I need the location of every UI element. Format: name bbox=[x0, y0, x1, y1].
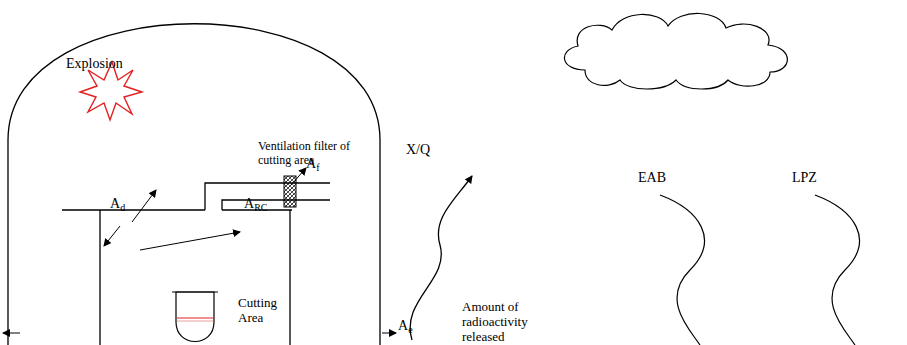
boundary-label: EAB bbox=[638, 170, 666, 186]
ad-arrow bbox=[132, 190, 156, 222]
test-tube bbox=[176, 292, 214, 342]
ad-arrow bbox=[104, 226, 120, 246]
eab-boundary bbox=[660, 195, 704, 345]
area-name: Cutting Area bbox=[238, 296, 286, 326]
area-label: Ad bbox=[110, 196, 125, 212]
arc-arrow bbox=[140, 232, 240, 250]
dispersion-label: X/Q bbox=[406, 142, 430, 158]
area-label: Ae bbox=[398, 318, 413, 334]
ventilation-duct bbox=[205, 183, 330, 210]
containment-dome bbox=[8, 24, 380, 345]
cutting-area: Cutting Area bbox=[238, 296, 286, 326]
ae-arrow bbox=[382, 333, 396, 334]
release-label: Amount of radioactivity released bbox=[462, 300, 562, 345]
af-arrow bbox=[291, 168, 306, 185]
explosion-label: Explosion bbox=[66, 56, 123, 72]
liquid-level bbox=[177, 317, 213, 318]
test-tube-rim bbox=[172, 291, 218, 292]
cutting-area-wall bbox=[100, 210, 290, 345]
cloud bbox=[564, 13, 787, 89]
leak-arrow bbox=[3, 333, 20, 334]
lpz-boundary bbox=[815, 195, 859, 345]
area-label: ARC bbox=[244, 196, 267, 212]
filter-label: Ventilation filter of cutting area bbox=[258, 140, 386, 168]
boundary-label: LPZ bbox=[792, 170, 817, 186]
area-label: Af bbox=[306, 156, 319, 172]
liquid-level bbox=[177, 321, 213, 322]
